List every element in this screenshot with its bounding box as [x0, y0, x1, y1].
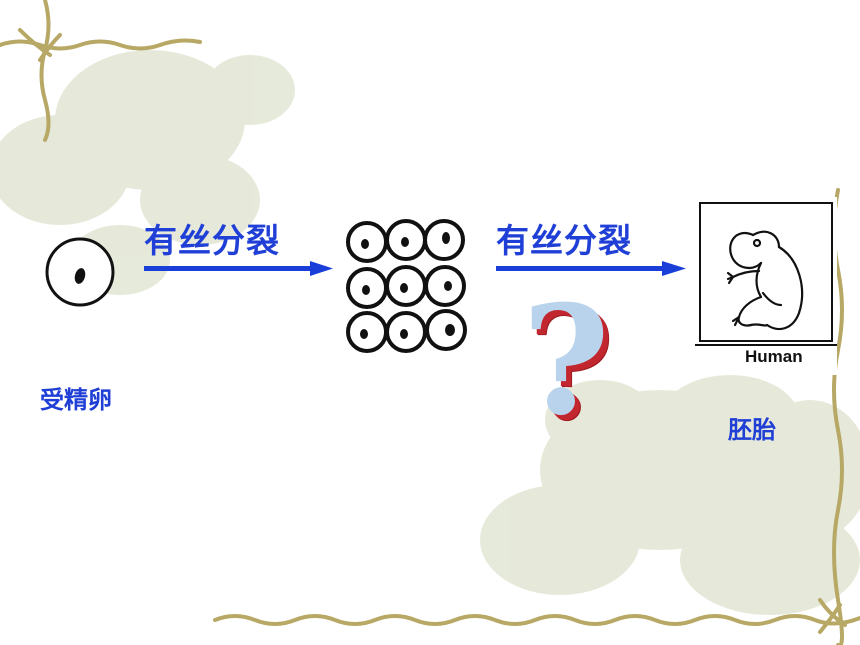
cell-nuclei	[360, 232, 455, 339]
flower-decoration	[0, 50, 860, 615]
zygote-label: 受精卵	[40, 386, 112, 414]
zygote-cell	[45, 237, 115, 307]
embryo-image-caption: Human	[745, 347, 803, 366]
mitosis-arrow-2	[496, 261, 686, 276]
mitosis-label-2: 有丝分裂	[496, 221, 632, 260]
embryo-illustration	[695, 202, 837, 346]
question-mark: ?	[522, 273, 610, 449]
mitosis-arrow-1	[144, 261, 333, 276]
embryo-image-panel	[695, 197, 837, 375]
embryo-label: 胚胎	[728, 416, 776, 444]
mitosis-label-1: 有丝分裂	[144, 221, 280, 260]
